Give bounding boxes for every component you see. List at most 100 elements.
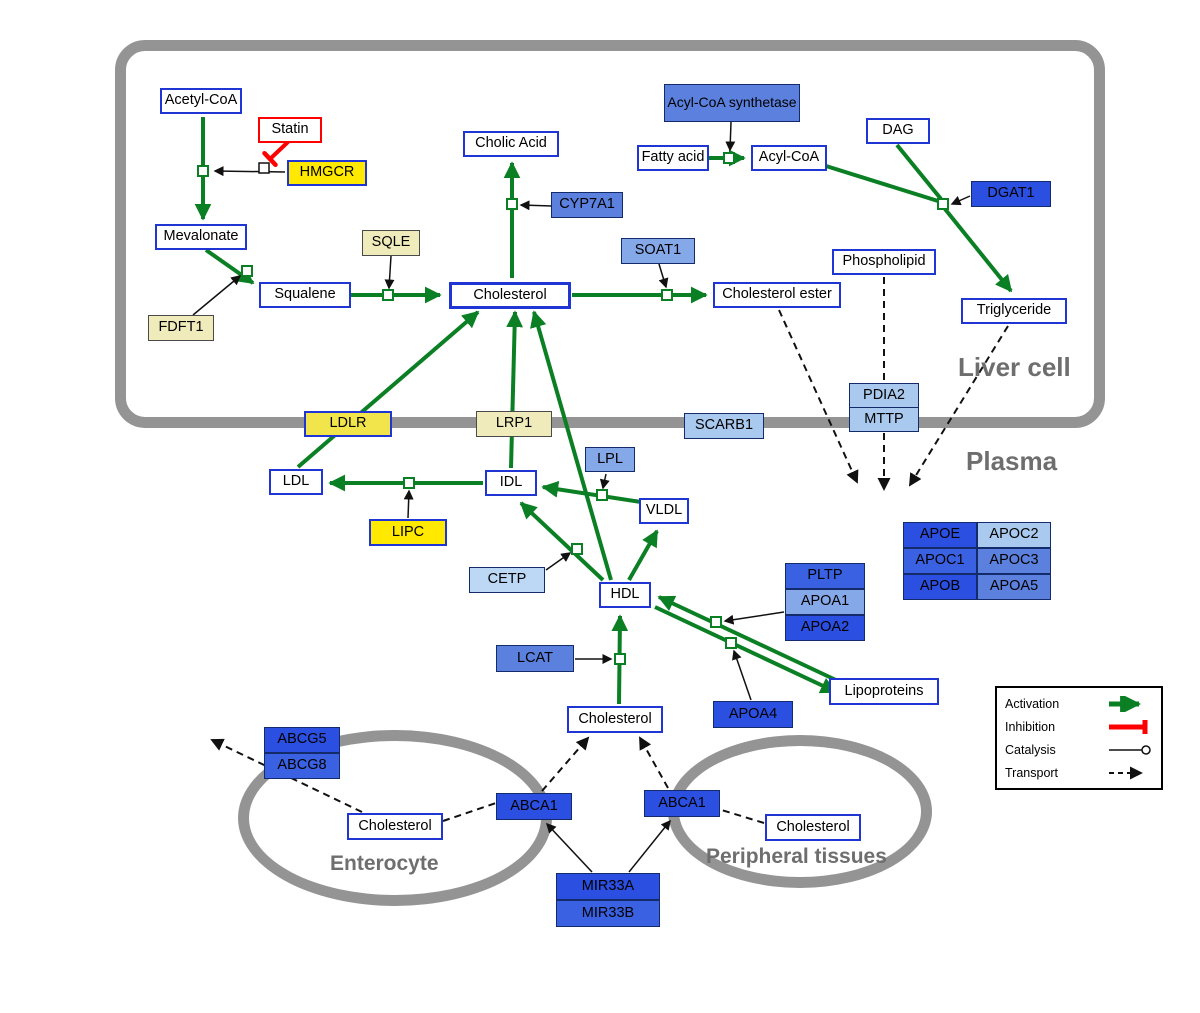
edge-hdl-lipoproteins-lower — [654, 605, 838, 694]
node-apoa5[interactable]: APOA5 — [977, 574, 1051, 600]
liver-cell-label: Liver cell — [958, 352, 1071, 382]
node-dgat1[interactable]: DGAT1 — [971, 181, 1051, 207]
node-vldl[interactable]: VLDL — [639, 498, 689, 524]
reaction-square — [241, 265, 253, 277]
node-apoa1[interactable]: APOA1 — [785, 589, 865, 615]
legend-row-catalysis: Catalysis — [1005, 740, 1153, 760]
node-mir33b[interactable]: MIR33B — [556, 900, 660, 927]
node-cholesterol-plasma[interactable]: Cholesterol — [567, 706, 663, 733]
node-acyl-coa[interactable]: Acyl-CoA — [751, 145, 827, 171]
node-fatty-acid[interactable]: Fatty acid — [637, 145, 709, 171]
catalysis-square — [258, 162, 270, 174]
inhibition-edges — [262, 139, 291, 168]
liver-cell-compartment — [115, 40, 1105, 428]
node-dag[interactable]: DAG — [866, 118, 930, 144]
activation-edges — [194, 117, 1013, 705]
node-cholesterol-ester[interactable]: Cholesterol ester — [713, 282, 841, 308]
reaction-square — [571, 543, 583, 555]
node-pltp[interactable]: PLTP — [785, 563, 865, 589]
edge-mevalonate-squalene — [204, 248, 255, 285]
transport-dashed-arrow-icon — [1109, 766, 1143, 779]
edge-hmgcr-catalysis — [213, 166, 286, 177]
edge-apoa4-catalysis — [732, 649, 752, 701]
node-lrp1[interactable]: LRP1 — [476, 411, 552, 437]
edge-soat1-catalysis — [658, 263, 669, 289]
node-apoe[interactable]: APOE — [903, 522, 977, 548]
edge-apoa-group-catalysis — [723, 611, 785, 625]
node-statin[interactable]: Statin — [258, 117, 322, 143]
activation-arrow-icon — [1109, 695, 1142, 712]
node-apoc2[interactable]: APOC2 — [977, 522, 1051, 548]
inhibition-tee-icon — [1109, 719, 1148, 734]
node-cetp[interactable]: CETP — [469, 567, 545, 593]
reaction-square — [197, 165, 209, 177]
edge-mir33-abca1-right — [628, 819, 671, 873]
node-hmgcr[interactable]: HMGCR — [287, 160, 367, 186]
edge-ldl-cholesterol-via-ldlr — [296, 310, 480, 469]
node-mttp[interactable]: MTTP — [849, 407, 919, 432]
reaction-square — [723, 152, 735, 164]
peripheral-tissues-label: Peripheral tissues — [706, 845, 887, 868]
node-abca1-right[interactable]: ABCA1 — [644, 790, 720, 817]
edge-statin-inhibition — [268, 139, 291, 161]
edge-sqle-catalysis — [384, 255, 395, 290]
node-scarb1[interactable]: SCARB1 — [684, 413, 764, 439]
node-triglyceride[interactable]: Triglyceride — [961, 298, 1067, 324]
node-abcg5[interactable]: ABCG5 — [264, 727, 340, 753]
node-hdl[interactable]: HDL — [599, 582, 651, 608]
node-fdft1[interactable]: FDFT1 — [148, 315, 214, 341]
edge-enterocytechol-abca1 — [442, 799, 506, 822]
node-apob[interactable]: APOB — [903, 574, 977, 600]
legend-row-activation: Activation — [1005, 694, 1153, 714]
node-apoc1[interactable]: APOC1 — [903, 548, 977, 574]
node-lipoproteins[interactable]: Lipoproteins — [829, 678, 939, 705]
node-apoc3[interactable]: APOC3 — [977, 548, 1051, 574]
edge-idl-cholesterol-via-lrp1 — [506, 310, 524, 469]
node-cyp7a1[interactable]: CYP7A1 — [551, 192, 623, 218]
edge-cyp7a1-catalysis — [519, 200, 553, 211]
catalysis-circle-icon — [1109, 744, 1151, 755]
node-cholesterol-peripheral[interactable]: Cholesterol — [765, 814, 861, 841]
node-lpl[interactable]: LPL — [585, 447, 635, 472]
node-ldl[interactable]: LDL — [269, 469, 323, 495]
node-apoa4[interactable]: APOA4 — [713, 701, 793, 728]
legend-transport-label: Transport — [1005, 765, 1059, 780]
node-pdia2[interactable]: PDIA2 — [849, 383, 919, 408]
node-acyl-coa-synthetase[interactable]: Acyl-CoA synthetase — [664, 84, 800, 122]
node-idl[interactable]: IDL — [485, 470, 537, 496]
edge-hdl-idl-via-cetp — [519, 501, 605, 582]
legend-row-inhibition: Inhibition — [1005, 717, 1153, 737]
node-mevalonate[interactable]: Mevalonate — [155, 224, 247, 250]
node-apoa2[interactable]: APOA2 — [785, 615, 865, 641]
node-acetyl-coa[interactable]: Acetyl-CoA — [160, 88, 242, 114]
edge-abca1left-cholesterol — [541, 736, 590, 792]
node-cholic-acid[interactable]: Cholic Acid — [463, 131, 559, 157]
node-cholesterol-enterocyte[interactable]: Cholesterol — [347, 813, 443, 840]
reaction-square — [614, 653, 626, 665]
node-soat1[interactable]: SOAT1 — [621, 238, 695, 264]
node-lipc[interactable]: LIPC — [369, 519, 447, 546]
node-abcg8[interactable]: ABCG8 — [264, 753, 340, 779]
edge-abca1right-cholesterol — [639, 736, 669, 789]
reaction-square — [382, 289, 394, 301]
edge-mir33-abca1-left — [545, 822, 593, 873]
edge-cetp-catalysis — [545, 552, 572, 571]
node-squalene[interactable]: Squalene — [259, 282, 351, 308]
node-lcat[interactable]: LCAT — [496, 645, 574, 672]
legend-catalysis-label: Catalysis — [1005, 742, 1056, 757]
node-mir33a[interactable]: MIR33A — [556, 873, 660, 900]
edge-hdl-cholesterol — [530, 310, 613, 581]
node-ldlr[interactable]: LDLR — [304, 411, 392, 437]
node-cholesterol-liver[interactable]: Cholesterol — [449, 282, 571, 309]
legend: Activation Inhibition Catalysis Transpor… — [995, 686, 1163, 790]
edge-dag-hub — [895, 143, 943, 201]
node-phospholipid[interactable]: Phospholipid — [832, 249, 936, 275]
node-abca1-left[interactable]: ABCA1 — [496, 793, 572, 820]
reaction-square — [506, 198, 518, 210]
edge-lipc-catalysis — [403, 489, 414, 519]
legend-inhibition-label: Inhibition — [1005, 719, 1056, 734]
edge-vldl-idl — [541, 480, 642, 504]
node-sqle[interactable]: SQLE — [362, 230, 420, 256]
